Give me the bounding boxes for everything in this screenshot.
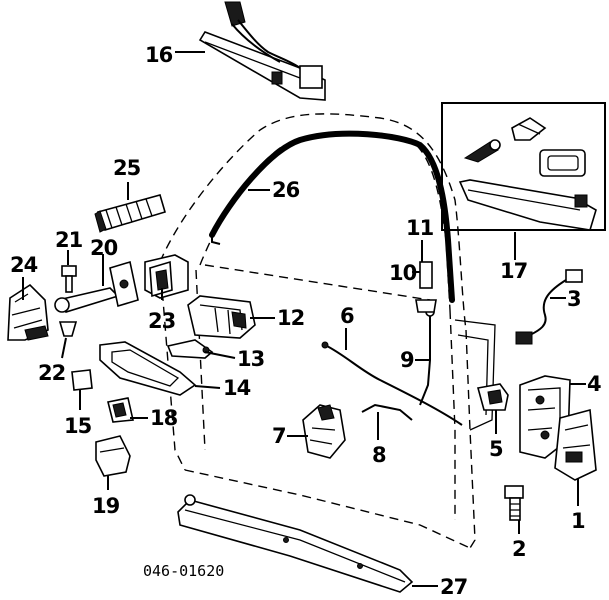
callout-17: 17 [500,259,527,283]
callout-19: 19 [92,494,120,518]
part-8-rod [361,403,413,421]
callout-14: 14 [223,376,251,400]
callout-5: 5 [489,437,503,461]
callout-8: 8 [372,443,386,467]
callout-26: 26 [272,178,300,202]
part-24-bracket [7,283,49,341]
part-25-boot [94,194,166,233]
callout-16: 16 [145,43,173,67]
part-7-latch [302,404,346,459]
callout-7: 7 [272,424,286,448]
callout-13: 13 [237,347,264,371]
callout-23: 23 [148,309,175,333]
part-19-switch [95,435,131,477]
callout-24: 24 [10,253,38,277]
callout-11: 11 [406,216,434,240]
callout-20: 20 [90,236,118,260]
part-14-bezel [99,341,197,396]
callout-27: 27 [440,575,467,599]
part-1-latch-body [554,408,597,481]
callout-3: 3 [567,287,581,311]
part-16-outside-handle [198,1,326,101]
part-22-clip [58,321,78,337]
callout-12: 12 [277,306,304,330]
callout-25: 25 [113,156,141,180]
part-3-harness [515,269,583,345]
callout-10: 10 [389,261,417,285]
catalog-number: 046-01620 [143,562,224,580]
callout-21: 21 [55,228,83,252]
part-20-link-assembly [54,260,139,313]
callout-9: 9 [400,348,414,372]
part-21-bolt [61,265,77,293]
part-10-11-lock-button [415,261,437,313]
part-9-rod [419,307,435,406]
callout-18: 18 [150,406,178,430]
part-17-inset [441,102,606,231]
callout-15: 15 [64,414,92,438]
part-2-bolt [504,485,524,521]
callout-4: 4 [587,372,601,396]
part-23-actuator [144,254,189,299]
callout-2: 2 [512,537,526,561]
part-13-lever [166,339,214,359]
callout-1: 1 [571,509,585,533]
part-26-glass-run-channel [209,130,455,303]
callout-22: 22 [38,361,65,385]
part-15-block [71,369,93,391]
part-18-clip [107,397,134,423]
leader-lines [22,51,586,587]
callout-labels: 16 17 26 25 21 20 24 23 22 12 13 14 15 1… [10,43,602,599]
part-27-sill-strip [177,494,414,593]
part-6-control-rod [321,341,463,426]
callout-6: 6 [340,304,354,328]
part-12-inside-handle [187,295,256,339]
part-5-bracket [476,383,509,411]
